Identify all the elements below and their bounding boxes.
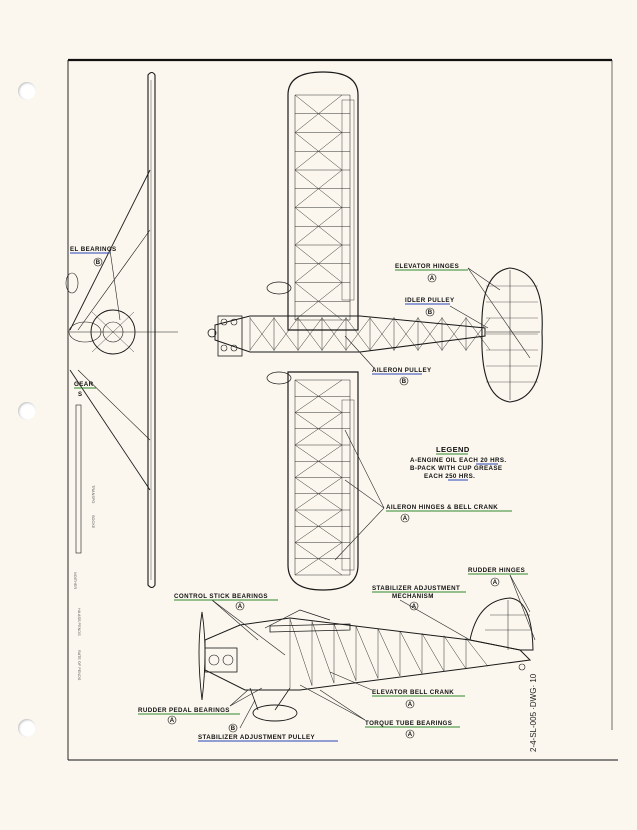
- legend-line-2: B-PACK WITH CUP GREASE: [410, 465, 502, 472]
- callout-aileron-hinges: AILERON HINGES & BELL CRANK: [386, 504, 498, 511]
- punch-hole-bottom: [18, 719, 36, 737]
- legend-line-3: EACH 250 HRS.: [424, 473, 475, 480]
- callout-rudder-hinges: RUDDER HINGES: [468, 567, 525, 574]
- svg-text:TRANSPO: TRANSPO: [91, 485, 95, 503]
- callout-el-bearings: EL BEARINGS: [70, 246, 117, 253]
- callout-stabilizer-pulley: STABILIZER ADJUSTMENT PULLEY: [198, 734, 316, 741]
- callout-rudder-pedal: RUDDER PEDAL BEARINGS: [138, 707, 230, 714]
- svg-text:A: A: [412, 604, 417, 610]
- svg-text:A: A: [170, 718, 175, 724]
- leader-lines: [109, 249, 536, 729]
- top-view: [207, 71, 543, 591]
- page-number: 2-4-SL-005 ·DWG· 10: [529, 673, 538, 752]
- legend-line-1: A-ENGINE OIL EACH 20 HRS.: [410, 457, 507, 464]
- callout-stabilizer-mechanism: STABILIZER ADJUSTMENT: [372, 585, 460, 592]
- callout-gear: GEAR: [74, 381, 94, 388]
- svg-text:SOCKE: SOCKE: [91, 515, 95, 529]
- svg-text:A: A: [493, 580, 498, 586]
- svg-text:MECHANISM: MECHANISM: [392, 593, 434, 600]
- punch-hole-middle: [18, 402, 36, 420]
- svg-text:B: B: [231, 726, 236, 732]
- svg-text:S: S: [78, 392, 82, 398]
- legend: LEGEND A-ENGINE OIL EACH 20 HRS. B-PACK …: [410, 445, 507, 481]
- svg-text:A: A: [238, 604, 243, 610]
- callout-elevator-bell-crank: ELEVATOR BELL CRANK: [372, 689, 454, 696]
- svg-text:A: A: [403, 516, 408, 522]
- svg-text:NOITHER: NOITHER: [73, 572, 77, 589]
- callout-torque-tube: TORQUE TUBE BEARINGS: [365, 720, 452, 727]
- svg-text:A: A: [430, 276, 435, 282]
- svg-text:B: B: [428, 310, 433, 316]
- callout-idler-pulley: IDLER PULLEY: [405, 297, 455, 304]
- side-view: [198, 597, 534, 722]
- legend-title: LEGEND: [436, 445, 470, 454]
- svg-text:HA ASS PENDS: HA ASS PENDS: [77, 608, 81, 636]
- front-view: [65, 71, 178, 589]
- punch-hole-top: [18, 82, 36, 100]
- side-annotations: TRANSPO SOCKE NOITHER HA ASS PENDS RATE …: [73, 485, 95, 681]
- svg-text:RATE OF PENDS: RATE OF PENDS: [77, 650, 81, 681]
- callout-aileron-pulley: AILERON PULLEY: [372, 367, 432, 374]
- svg-text:B: B: [402, 379, 407, 385]
- svg-text:A: A: [408, 702, 413, 708]
- callouts: EL BEARINGS B GEAR S ELEVATOR HINGES A I…: [70, 246, 528, 742]
- svg-text:B: B: [96, 260, 101, 266]
- callout-control-stick: CONTROL STICK BEARINGS: [174, 593, 268, 600]
- svg-text:A: A: [408, 732, 413, 738]
- callout-elevator-hinges: ELEVATOR HINGES: [395, 263, 459, 270]
